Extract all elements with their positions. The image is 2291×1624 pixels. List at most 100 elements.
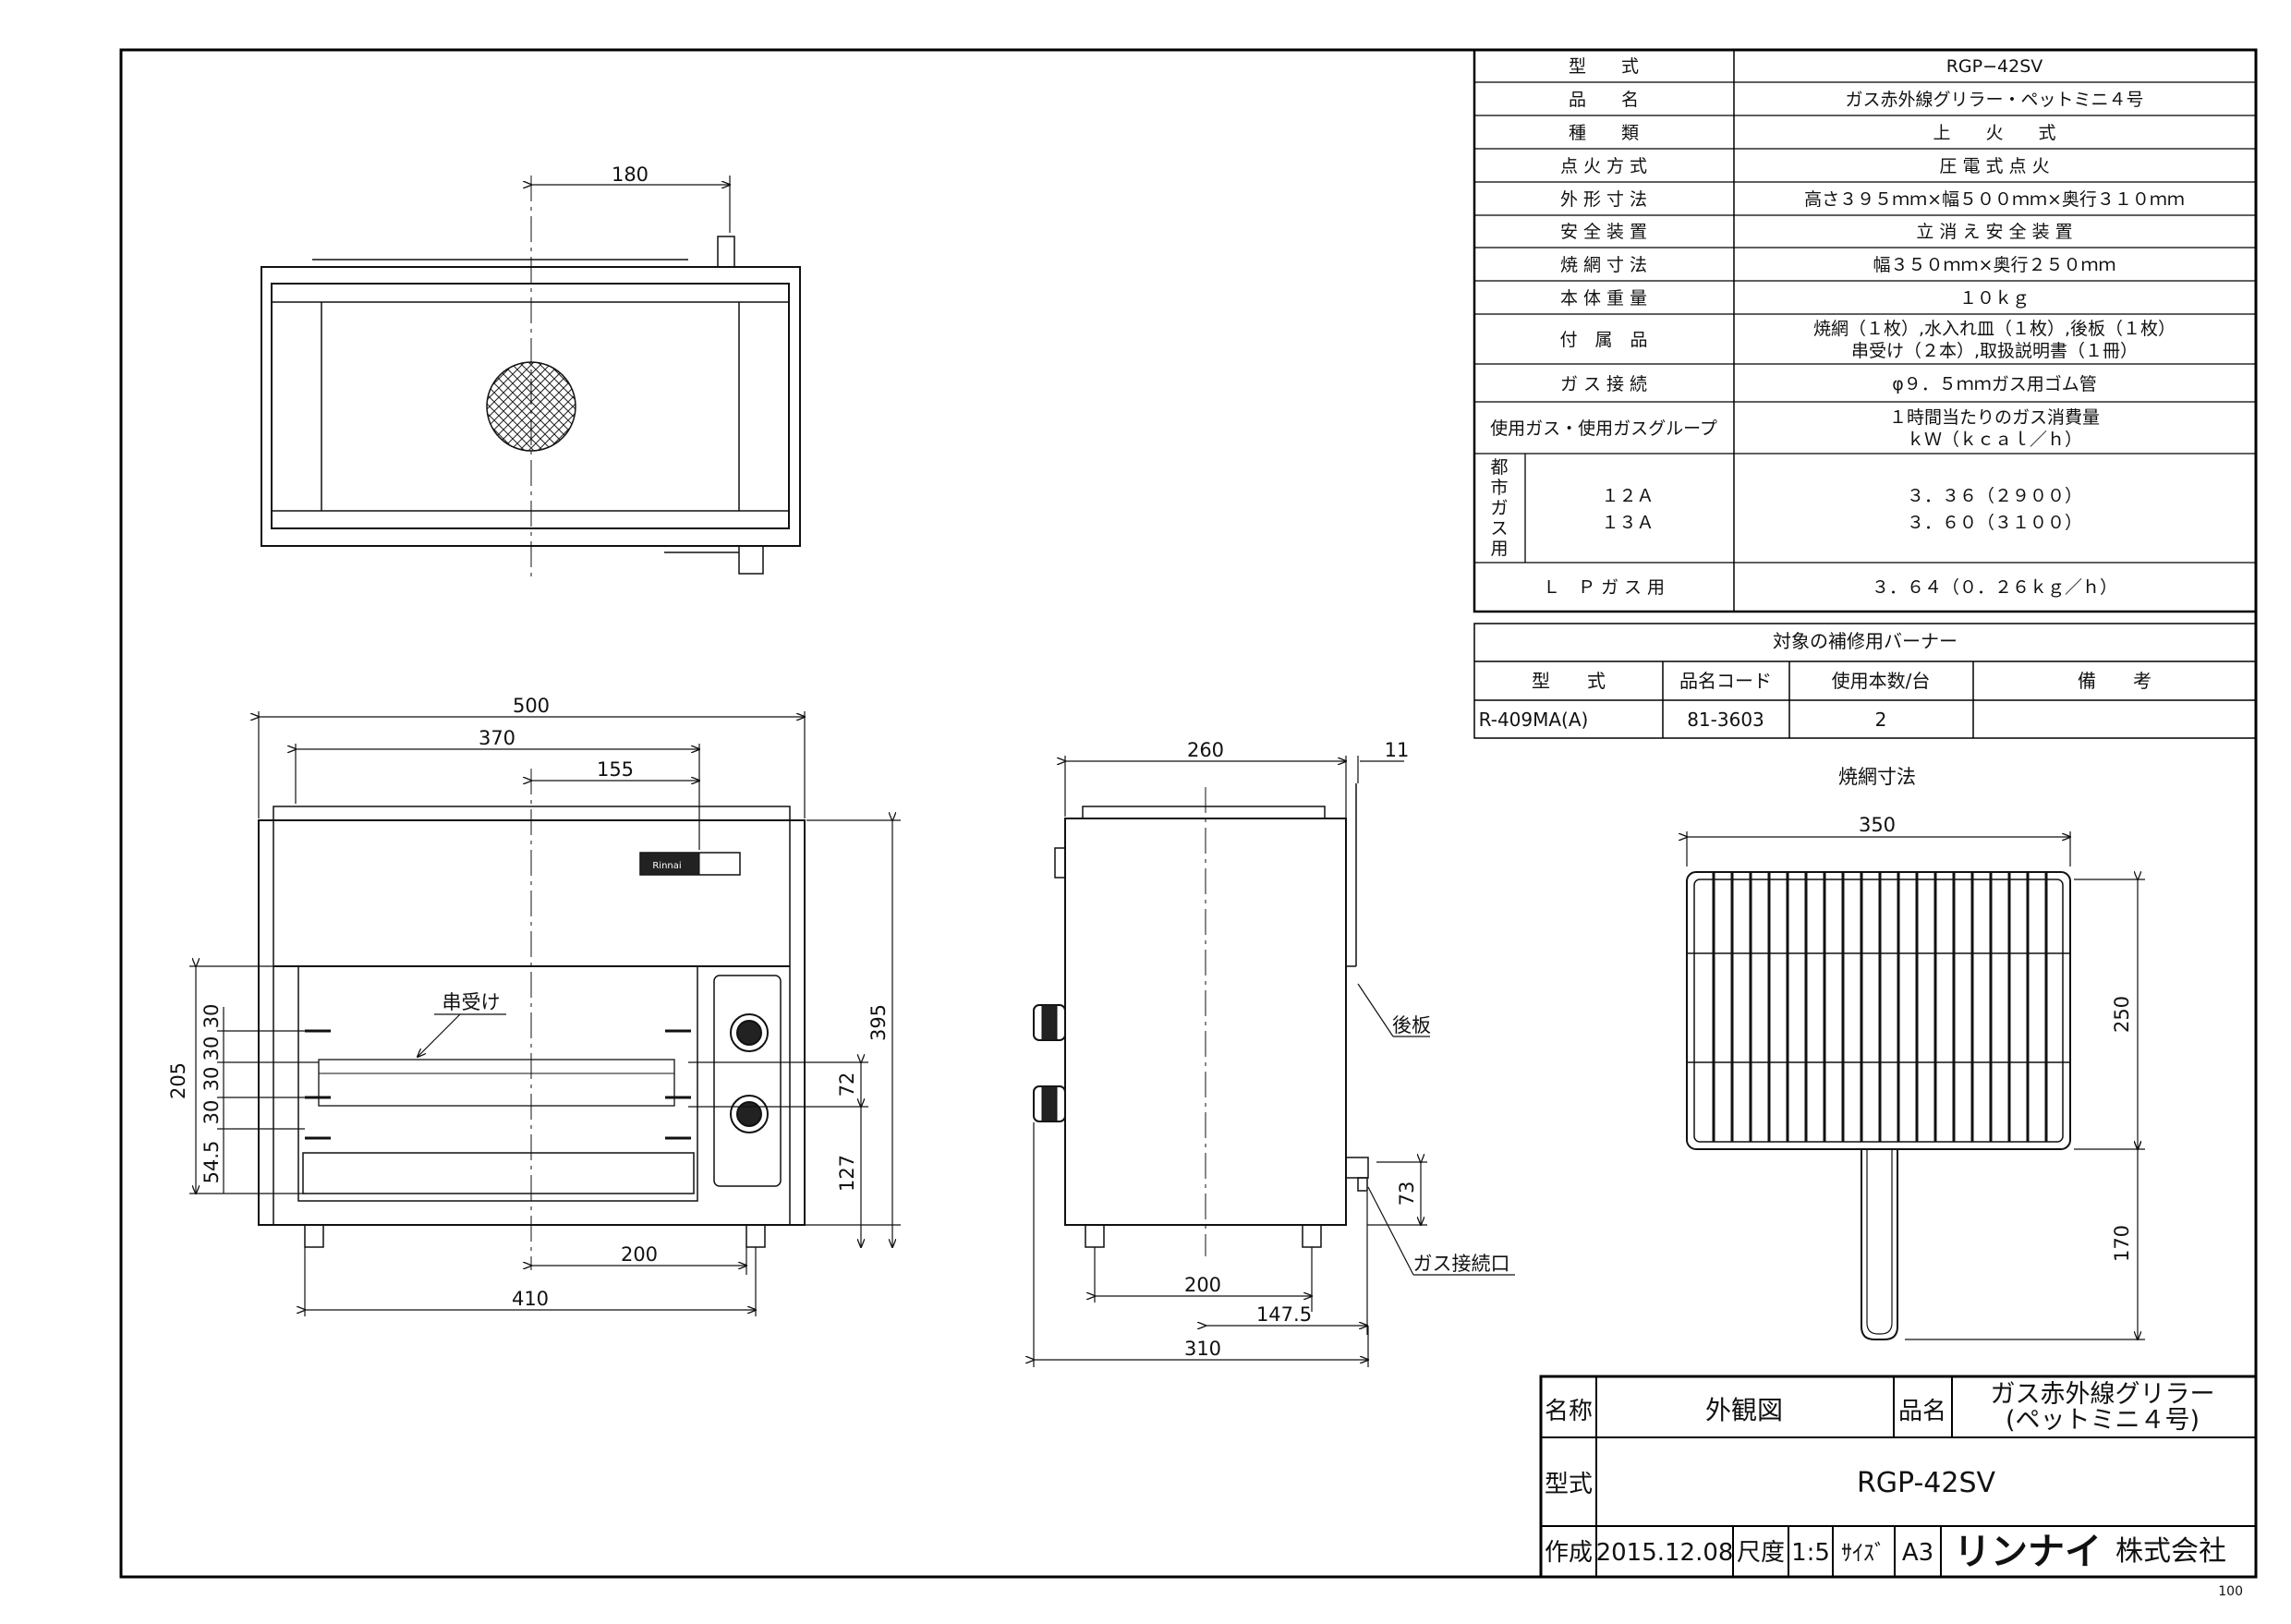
spec-label-gas-connection: ガ ス 接 続 bbox=[1560, 374, 1647, 394]
grill-dim-350: 350 bbox=[1859, 814, 1896, 836]
spec-label-accessories: 付 属 品 bbox=[1559, 330, 1647, 350]
spec-value-dimensions: 高さ３９５ｍｍ×幅５００ｍｍ×奥行３１０ｍｍ bbox=[1804, 189, 2185, 210]
title-block bbox=[1539, 1375, 2258, 1579]
title-model-label: 型式 bbox=[1545, 1471, 1593, 1498]
top-view-dims bbox=[531, 176, 730, 233]
top-dim-180: 180 bbox=[612, 164, 649, 186]
front-dim-127: 127 bbox=[836, 1155, 858, 1192]
sheet-border bbox=[119, 48, 2258, 1579]
city-gas-label-1: 都 bbox=[1490, 457, 1508, 478]
spec-value-safety: 立 消 え 安 全 装 置 bbox=[1916, 222, 2072, 242]
title-product-label: 品名 bbox=[1898, 1398, 1946, 1425]
spec-value-ignition: 圧 電 式 点 火 bbox=[1939, 156, 2049, 176]
grill-net bbox=[1686, 871, 2071, 1340]
burner-cell-qty: 2 bbox=[1875, 709, 1887, 731]
title-size: A3 bbox=[1902, 1539, 1933, 1567]
company-logo: リンナイ bbox=[1954, 1531, 2102, 1573]
front-dim-54-5: 54.5 bbox=[200, 1141, 223, 1184]
spec-value-accessories-2: 串受け（２本）,取扱説明書（１冊） bbox=[1851, 341, 2138, 361]
front-view bbox=[258, 769, 806, 1270]
front-dim-30a: 30 bbox=[200, 1036, 223, 1061]
grill-net-title: 焼網寸法 bbox=[1838, 766, 1916, 788]
city-gas-label-3: ガ bbox=[1490, 498, 1508, 518]
front-dim-30d: 30 bbox=[200, 1004, 223, 1029]
city-gas-value-12a: ３．３６（２９００） bbox=[1907, 486, 2082, 506]
spec-label-product: 品 名 bbox=[1569, 90, 1639, 110]
grill-net-dims bbox=[1687, 831, 2145, 1339]
spec-label-gas-group: 使用ガス・使用ガスグループ bbox=[1490, 418, 1717, 439]
burner-header-notes: 備 考 bbox=[2078, 670, 2152, 692]
title-product-value-1: ガス赤外線グリラー bbox=[1991, 1380, 2215, 1409]
spec-value-type: 上 火 式 bbox=[1933, 123, 2055, 143]
side-dim-147-5: 147.5 bbox=[1256, 1303, 1312, 1326]
page-number: 100 bbox=[2218, 1584, 2243, 1599]
front-label-skewer-holder: 串受け bbox=[442, 991, 501, 1013]
side-dim-310: 310 bbox=[1184, 1338, 1221, 1360]
title-date: 2015.12.08 bbox=[1596, 1539, 1734, 1567]
front-dim-72: 72 bbox=[836, 1073, 858, 1097]
grill-net-text: 焼網寸法 350 250 170 bbox=[1838, 766, 2133, 1262]
front-dim-395: 395 bbox=[867, 1004, 890, 1041]
title-model-value: RGP-42SV bbox=[1857, 1467, 1996, 1499]
front-dim-155: 155 bbox=[597, 758, 634, 781]
city-gas-label-4: ス bbox=[1490, 518, 1508, 539]
spec-value-accessories-1: 焼網（１枚）,水入れ皿（１枚）,後板（１枚） bbox=[1813, 319, 2176, 339]
side-view-dims bbox=[1034, 756, 1515, 1367]
title-name-label: 名称 bbox=[1545, 1398, 1593, 1425]
title-block-text: 名称 外観図 品名 ガス赤外線グリラー (ペットミニ４号) 型式 RGP-42S… bbox=[1545, 1380, 2226, 1573]
side-dim-200: 200 bbox=[1184, 1274, 1221, 1296]
front-view-dims bbox=[189, 711, 901, 1316]
front-dim-30b: 30 bbox=[200, 1067, 223, 1092]
front-dim-205: 205 bbox=[167, 1062, 189, 1099]
spec-value-net-size: 幅３５０ｍｍ×奥行２５０ｍｍ bbox=[1873, 255, 2116, 275]
spec-value-weight: １０ｋｇ bbox=[1959, 288, 2030, 309]
title-size-label: ｻｲｽﾞ bbox=[1841, 1540, 1885, 1566]
burner-header-model: 型 式 bbox=[1532, 670, 1606, 692]
grill-dim-170: 170 bbox=[2111, 1225, 2133, 1262]
front-dim-500: 500 bbox=[513, 695, 550, 717]
lp-gas-label: Ｌ Ｐ ガ ス 用 bbox=[1543, 577, 1665, 598]
lp-gas-value: ３．６４（０．２６ｋｇ／ｈ） bbox=[1872, 577, 2117, 598]
title-name-value: 外観図 bbox=[1705, 1395, 1783, 1425]
title-scale-label: 尺度 bbox=[1737, 1539, 1785, 1567]
city-gas-value-13a: ３．６０（３１００） bbox=[1907, 513, 2082, 533]
side-dim-260: 260 bbox=[1187, 739, 1224, 761]
title-scale: 1:5 bbox=[1791, 1539, 1830, 1567]
spec-label-model: 型 式 bbox=[1569, 56, 1639, 77]
burner-table-text: 対象の補修用バーナー 型 式 品名コード 使用本数/台 備 考 R-409MA(… bbox=[1479, 630, 2152, 731]
spec-value-consumption-2: ｋＷ（ｋｃａｌ／ｈ） bbox=[1907, 430, 2082, 450]
city-gas-type-12a: １２Ａ bbox=[1601, 486, 1654, 506]
spec-value-model: RGP−42SV bbox=[1946, 56, 2043, 77]
burner-cell-model: R-409MA(A) bbox=[1479, 709, 1589, 731]
front-view-dim-text: 500 370 155 205 30 30 30 30 54.5 72 127 … bbox=[167, 695, 890, 1310]
title-product-value-2: (ペットミニ４号) bbox=[2006, 1406, 2200, 1435]
side-view bbox=[1033, 783, 1369, 1256]
front-dim-370: 370 bbox=[479, 727, 515, 749]
top-view bbox=[261, 176, 801, 577]
spec-label-type: 種 類 bbox=[1569, 123, 1639, 143]
spec-label-weight: 本 体 重 量 bbox=[1560, 288, 1647, 309]
burner-header-code: 品名コード bbox=[1679, 670, 1772, 692]
spec-label-ignition: 点 火 方 式 bbox=[1560, 156, 1647, 176]
burner-header-qty: 使用本数/台 bbox=[1832, 670, 1931, 692]
front-dim-410: 410 bbox=[512, 1288, 549, 1310]
spec-value-consumption-1: １時間当たりのガス消費量 bbox=[1889, 407, 2100, 428]
spec-label-safety: 安 全 装 置 bbox=[1560, 222, 1647, 242]
company-suffix: 株式会社 bbox=[2115, 1535, 2226, 1568]
city-gas-type-13a: １３Ａ bbox=[1601, 513, 1654, 533]
side-view-dim-text: 260 11 73 200 147.5 310 後板 ガス接続口 bbox=[1184, 739, 1510, 1360]
burner-table bbox=[1473, 623, 2257, 739]
spec-table bbox=[1473, 48, 2258, 613]
city-gas-label-2: 市 bbox=[1490, 478, 1508, 498]
title-made-label: 作成 bbox=[1545, 1539, 1593, 1567]
spec-value-gas-connection: φ９．５ｍｍガス用ゴム管 bbox=[1892, 374, 2097, 394]
spec-label-net-size: 焼 網 寸 法 bbox=[1560, 255, 1647, 275]
brand-logo: Rinnai bbox=[652, 861, 681, 871]
spec-value-product: ガス赤外線グリラー・ペットミニ４号 bbox=[1845, 90, 2143, 110]
front-dim-200: 200 bbox=[621, 1243, 658, 1266]
city-gas-label-5: 用 bbox=[1490, 539, 1508, 559]
front-dim-30c: 30 bbox=[200, 1100, 223, 1125]
side-dim-11: 11 bbox=[1385, 739, 1410, 761]
